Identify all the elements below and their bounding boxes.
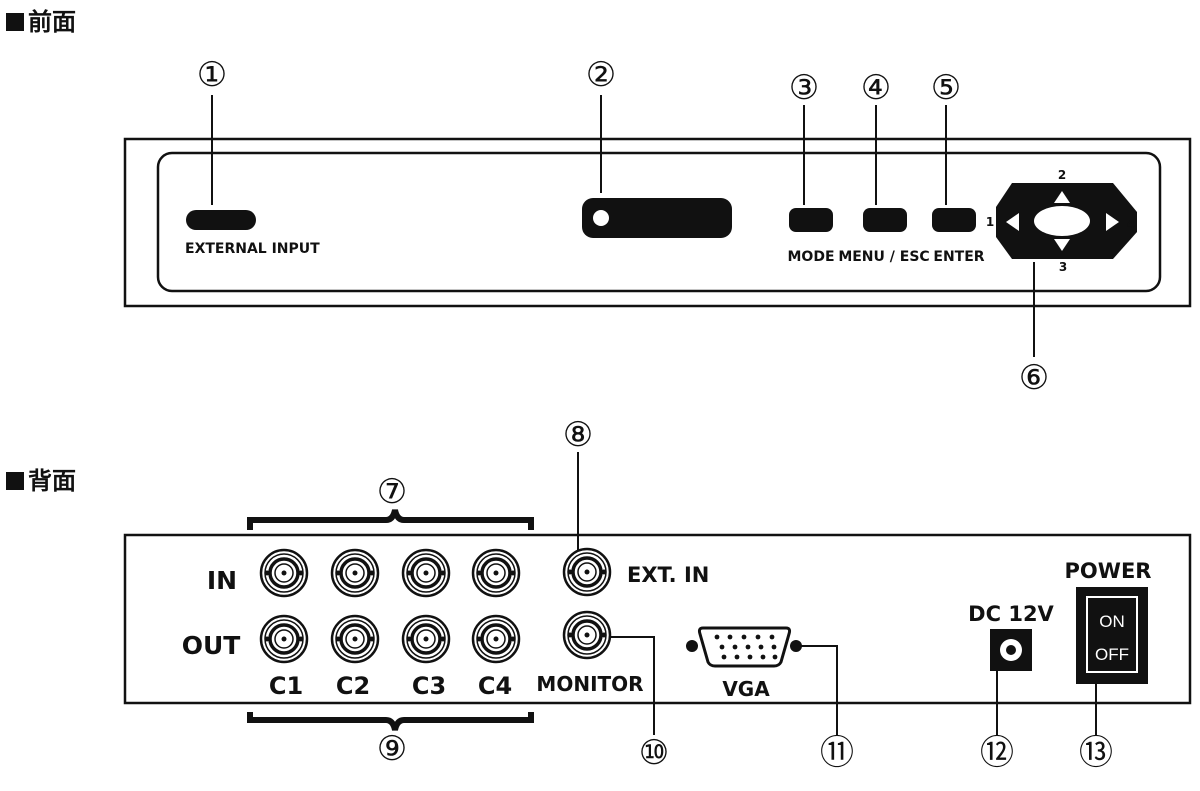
callout-4: ④ xyxy=(861,68,891,108)
callout-8: ⑧ xyxy=(563,415,593,455)
vga-port[interactable] xyxy=(686,626,802,668)
arrow-up-icon[interactable] xyxy=(1054,191,1070,203)
channel-label-c1: C1 xyxy=(269,672,303,700)
direction-pad[interactable] xyxy=(996,183,1137,259)
callout-9: ⑨ xyxy=(377,729,407,769)
out-row-label: OUT xyxy=(182,631,241,660)
mode-button[interactable] xyxy=(789,208,833,232)
channel-label-c2: C2 xyxy=(336,672,370,700)
vga-label: VGA xyxy=(722,677,770,701)
bnc-out-c4[interactable] xyxy=(471,614,521,664)
external-input-label: EXTERNAL INPUT xyxy=(185,241,320,257)
external-input-port[interactable] xyxy=(186,210,256,230)
arrow-down-icon[interactable] xyxy=(1054,239,1070,251)
front-leader-lines xyxy=(211,95,1035,357)
bnc-in-c2[interactable] xyxy=(330,548,380,598)
power-label: POWER xyxy=(1065,559,1152,583)
ir-window xyxy=(582,198,732,238)
square-bullet-icon xyxy=(6,472,24,490)
back-leader-lines xyxy=(247,452,1097,735)
callout-7: ⑦ xyxy=(377,472,407,512)
back-title-text: 背面 xyxy=(28,467,76,495)
arrow-left-icon[interactable] xyxy=(1006,213,1019,231)
dc-label: DC 12V xyxy=(968,602,1054,626)
bnc-in-c4[interactable] xyxy=(471,548,521,598)
callout-2: ② xyxy=(586,55,616,95)
callout-1: ① xyxy=(197,55,227,95)
ext-in-label: EXT. IN xyxy=(627,563,709,587)
dpad-down-label: 3 xyxy=(1059,260,1067,274)
bnc-monitor[interactable] xyxy=(562,610,612,660)
dpad-up-label: 2 xyxy=(1058,168,1066,182)
dpad-right-label: 4 xyxy=(1127,217,1135,231)
callout-12: ⑫ xyxy=(980,733,1014,773)
front-section-title: 前面 xyxy=(6,2,76,37)
arrow-right-icon[interactable] xyxy=(1106,213,1119,231)
callout-11: ⑪ xyxy=(820,733,854,773)
front-panel: EXTERNAL INPUT MODE MENU / ESC ENTER 2 1… xyxy=(123,137,1192,308)
back-panel: IN OUT C1 C2 C3 C4 EXT. IN MONITOR xyxy=(123,533,1192,705)
callout-5: ⑤ xyxy=(931,68,961,108)
channel-label-c3: C3 xyxy=(412,672,446,700)
callout-3: ③ xyxy=(789,68,819,108)
power-off-label: OFF xyxy=(1095,645,1129,664)
channel-label-c4: C4 xyxy=(478,672,512,700)
power-switch[interactable]: ON OFF xyxy=(1076,587,1148,684)
callout-6: ⑥ xyxy=(1019,358,1049,398)
square-bullet-icon xyxy=(6,13,24,31)
dc-power-jack[interactable] xyxy=(990,629,1032,671)
bnc-out-c3[interactable] xyxy=(401,614,451,664)
power-on-label: ON xyxy=(1099,612,1125,631)
enter-button[interactable] xyxy=(932,208,976,232)
dpad-left-label: 1 xyxy=(986,215,994,229)
bnc-ext-in[interactable] xyxy=(562,547,612,597)
callout-13: ⑬ xyxy=(1079,733,1113,773)
menu-esc-button[interactable] xyxy=(863,208,907,232)
bnc-in-c3[interactable] xyxy=(401,548,451,598)
monitor-label: MONITOR xyxy=(536,672,643,696)
enter-label: ENTER xyxy=(933,249,984,265)
menu-esc-label: MENU / ESC xyxy=(838,249,929,265)
front-title-text: 前面 xyxy=(28,8,76,36)
bnc-out-c1[interactable] xyxy=(259,614,309,664)
back-section-title: 背面 xyxy=(6,461,76,496)
bnc-out-c2[interactable] xyxy=(330,614,380,664)
callout-10: ⑩ xyxy=(639,733,669,773)
mode-label: MODE xyxy=(787,249,834,265)
in-row-label: IN xyxy=(207,566,237,595)
bnc-in-c1[interactable] xyxy=(259,548,309,598)
